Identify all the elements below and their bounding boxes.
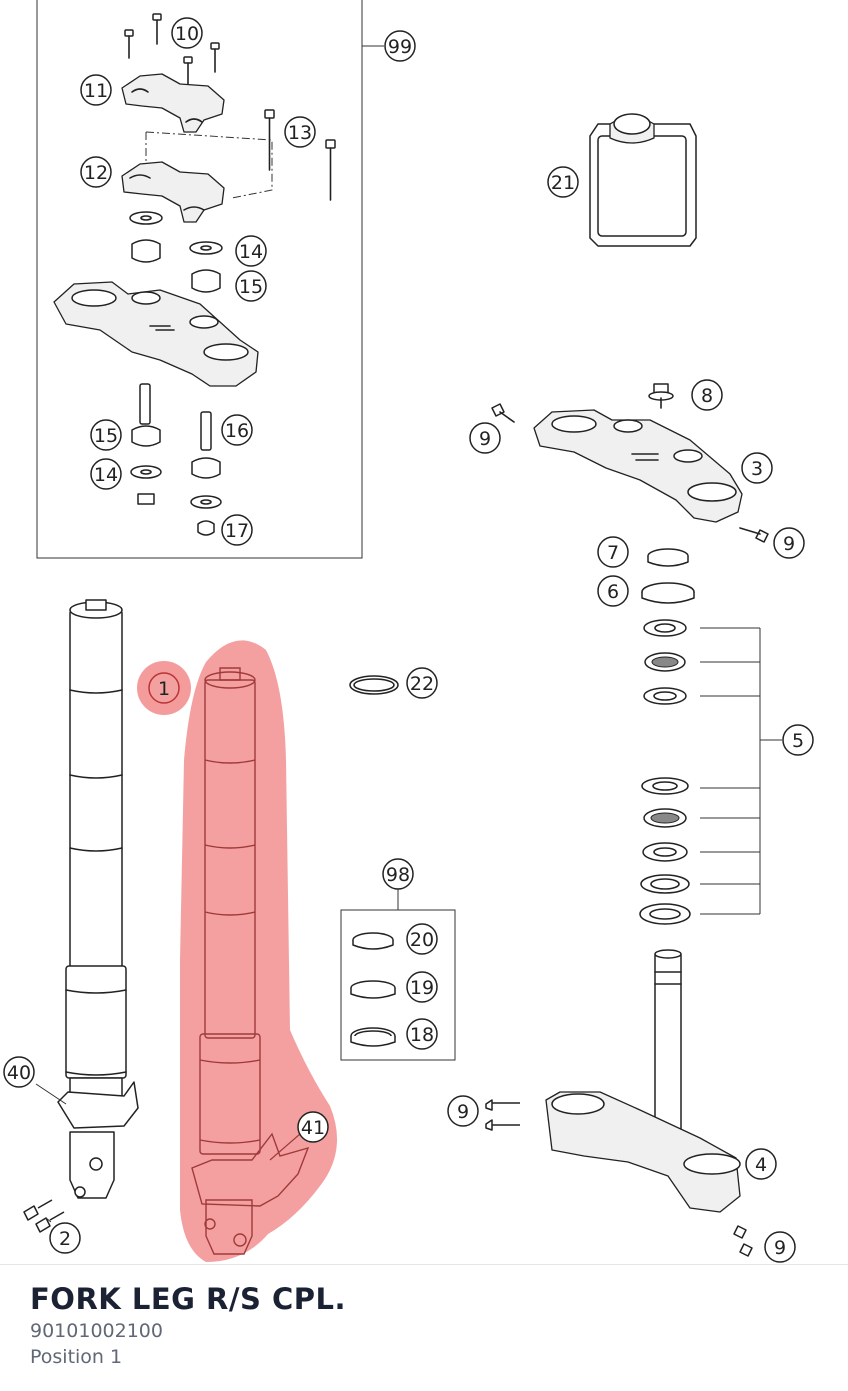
- callout-15b-label: 15: [94, 425, 118, 447]
- callout-20[interactable]: 20: [406, 923, 438, 955]
- steering-bearing-set: [639, 619, 782, 925]
- callout-13[interactable]: 13: [284, 116, 316, 148]
- callout-40[interactable]: 40: [3, 1056, 35, 1088]
- callout-21[interactable]: 21: [547, 166, 579, 198]
- fork-leg-right-highlight[interactable]: [180, 640, 338, 1262]
- callout-16-label: 16: [225, 420, 249, 442]
- callout-9a-label: 9: [479, 428, 491, 450]
- callout-19[interactable]: 19: [406, 971, 438, 1003]
- callout-8[interactable]: 8: [691, 379, 723, 411]
- seal-kit-98-frame: [340, 890, 456, 1061]
- callout-15b[interactable]: 15: [90, 419, 122, 451]
- callout-9a[interactable]: 9: [469, 422, 501, 454]
- callout-7[interactable]: 7: [597, 536, 629, 568]
- steering-nut-and-seal-group: [641, 548, 695, 604]
- callout-9d-label: 9: [774, 1237, 786, 1259]
- callout-3[interactable]: 3: [741, 452, 773, 484]
- callout-11[interactable]: 11: [80, 74, 112, 106]
- callout-5-label: 5: [792, 730, 804, 752]
- callout-2[interactable]: 2: [49, 1222, 81, 1254]
- callout-9d[interactable]: 9: [764, 1231, 796, 1263]
- callout-14b-label: 14: [94, 464, 118, 486]
- callout-6-label: 6: [607, 581, 619, 603]
- callout-8-label: 8: [701, 385, 713, 407]
- handlebar-clamp-bottom-part: [121, 161, 225, 223]
- callout-98-label: 98: [386, 864, 410, 886]
- fork-leg-left-part: [23, 599, 139, 1233]
- fork-oil-can-part: [589, 113, 697, 247]
- callout-7-label: 7: [607, 542, 619, 564]
- callout-14a[interactable]: 14: [235, 235, 267, 267]
- callout-41-label: 41: [301, 1117, 325, 1139]
- o-ring-part: [349, 675, 399, 695]
- callout-41[interactable]: 41: [297, 1111, 329, 1143]
- callout-13-label: 13: [288, 122, 312, 144]
- callout-15a-label: 15: [239, 276, 263, 298]
- callout-9b-label: 9: [783, 533, 795, 555]
- callout-1-label: 1: [158, 678, 170, 700]
- part-position: Position 1: [30, 1346, 123, 1368]
- handlebar-clamp-top-part: [121, 73, 225, 133]
- callout-3-label: 3: [751, 458, 763, 480]
- callout-20-label: 20: [410, 929, 434, 951]
- bolt-13-group: [145, 109, 336, 201]
- callout-21-label: 21: [551, 172, 575, 194]
- callout-6[interactable]: 6: [597, 575, 629, 607]
- callout-14a-label: 14: [239, 241, 263, 263]
- fork-leg-right-part: [191, 667, 310, 1255]
- callout-9b[interactable]: 9: [773, 527, 805, 559]
- callout-22[interactable]: 22: [406, 667, 438, 699]
- callout-9c-label: 9: [457, 1101, 469, 1123]
- callout-10-label: 10: [175, 23, 199, 45]
- triple-clamp-bottom-part: [485, 949, 753, 1257]
- callout-11-label: 11: [84, 80, 108, 102]
- damper-rubber-group: [129, 211, 223, 293]
- callout-16[interactable]: 16: [221, 414, 253, 446]
- callout-4-label: 4: [755, 1154, 767, 1176]
- callout-17[interactable]: 17: [221, 514, 253, 546]
- callout-17-label: 17: [225, 520, 249, 542]
- part-title: FORK LEG R/S CPL.: [30, 1282, 346, 1316]
- kit-99-frame: [36, 0, 384, 559]
- callout-19-label: 19: [410, 977, 434, 999]
- callout-1-highlighted[interactable]: 1: [137, 661, 191, 715]
- callout-18[interactable]: 18: [406, 1018, 438, 1050]
- callout-15a[interactable]: 15: [235, 270, 267, 302]
- part-number: 90101002100: [30, 1320, 163, 1342]
- callout-10[interactable]: 10: [171, 17, 203, 49]
- callout-98[interactable]: 98: [382, 858, 414, 890]
- part-info-footer: FORK LEG R/S CPL. 90101002100 Position 1: [0, 1264, 848, 1391]
- callout-5[interactable]: 5: [782, 724, 814, 756]
- exploded-parts-diagram: 99 10 11 12 13 14 15 15 16 14 17 21 8 9 …: [3, 0, 814, 1263]
- triple-clamp-top-part: [533, 409, 743, 523]
- triple-clamp-top-kit-part: [53, 281, 259, 387]
- lower-kit-group: [130, 383, 222, 536]
- callout-14b[interactable]: 14: [90, 458, 122, 490]
- bolt-10-group: [124, 13, 220, 87]
- callout-12[interactable]: 12: [80, 156, 112, 188]
- callout-2-label: 2: [59, 1228, 71, 1250]
- callout-18-label: 18: [410, 1024, 434, 1046]
- callout-99[interactable]: 99: [384, 30, 416, 62]
- callout-99-label: 99: [388, 36, 412, 58]
- callout-12-label: 12: [84, 162, 108, 184]
- bolt-8-and-9-group: [491, 383, 769, 543]
- highlight-region: [180, 640, 338, 1262]
- callout-22-label: 22: [410, 673, 434, 695]
- callout-40-label: 40: [7, 1062, 31, 1084]
- callout-9c[interactable]: 9: [447, 1095, 479, 1127]
- callout-4[interactable]: 4: [745, 1148, 777, 1180]
